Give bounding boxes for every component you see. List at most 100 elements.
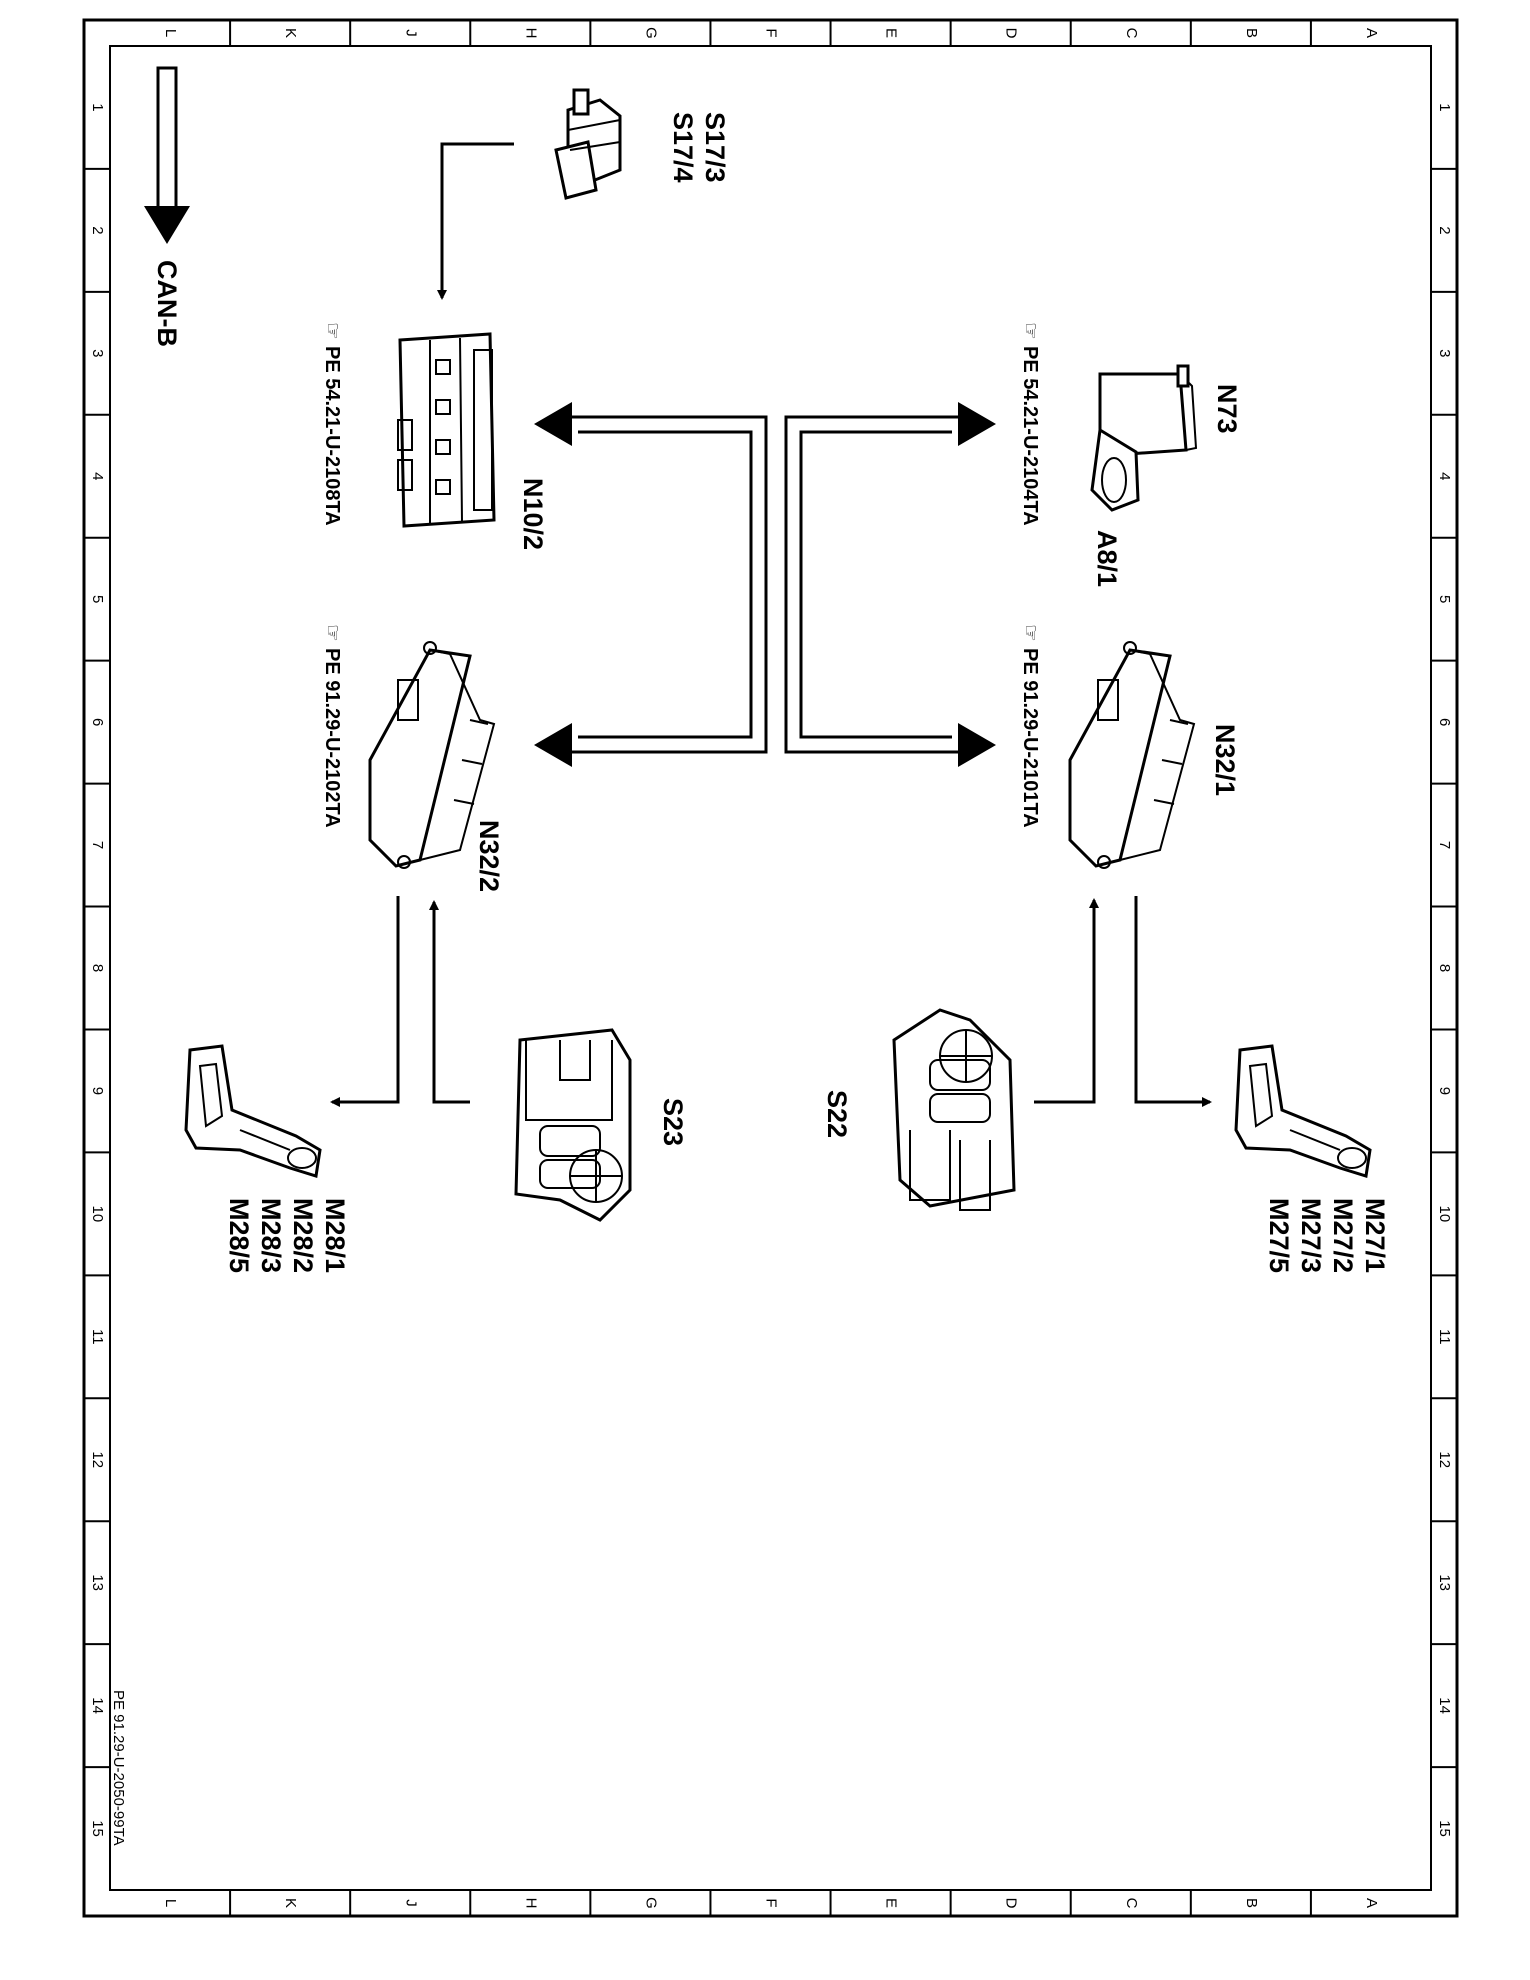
grid-label: H <box>522 1898 539 1909</box>
grid-label: L <box>162 29 179 37</box>
grid-label: E <box>883 28 900 38</box>
grid-label: 12 <box>1436 1451 1453 1468</box>
grid-label: 14 <box>89 1697 106 1714</box>
m27-label-5: M27/5 <box>1264 1198 1294 1273</box>
can-b-bus <box>534 402 996 767</box>
grid-label: D <box>1003 1898 1020 1909</box>
s22-seat-switch: S22 <box>822 1008 1016 1211</box>
s23-seat-switch: S23 <box>514 1028 688 1222</box>
n73-pointing-hand-icon: ☞ <box>1019 322 1041 340</box>
grid-label: 5 <box>1436 595 1453 603</box>
can-b-bus-left <box>570 415 768 754</box>
ignition-switch-icon <box>1090 364 1198 512</box>
s17-label-2: S17/4 <box>668 112 698 183</box>
grid-label: G <box>642 1897 659 1909</box>
s23-label: S23 <box>658 1098 688 1146</box>
s17-label-1: S17/3 <box>700 112 730 183</box>
switch-icon <box>554 88 622 200</box>
control-unit-icon <box>368 641 496 869</box>
seat-icon <box>1234 1044 1372 1178</box>
grid-label: 5 <box>89 595 106 603</box>
can-b-bus-left-inner <box>578 430 753 739</box>
m28-seat-motors: M28/1 M28/2 M28/3 M28/5 <box>184 1044 350 1273</box>
wire-s17-to-n10-2 <box>437 142 514 300</box>
grid-label: 1 <box>1436 103 1453 111</box>
grid-label: 14 <box>1436 1697 1453 1714</box>
grid-label: D <box>1003 28 1020 39</box>
wire-s22-to-n32-1 <box>1034 898 1099 1104</box>
grid-label: 9 <box>89 1087 106 1095</box>
grid-label: J <box>402 29 419 37</box>
grid-label: 13 <box>1436 1574 1453 1591</box>
grid-label: 13 <box>89 1574 106 1591</box>
wire-n32-1-to-m27 <box>1134 896 1212 1107</box>
n32-1-control-unit: N32/1 ☞ PE 91.29-U-2101TA <box>1019 624 1240 869</box>
grid-label: 8 <box>89 964 106 972</box>
n10-2-ref: PE 54.21-U-2108TA <box>321 346 343 526</box>
grid-label: 3 <box>1436 349 1453 357</box>
s22-label: S22 <box>822 1090 852 1138</box>
grid-label: 7 <box>89 841 106 849</box>
drawing-frame <box>82 18 1459 1918</box>
grid-label: 4 <box>1436 472 1453 480</box>
n32-2-control-unit: N32/2 ☞ PE 91.29-U-2102TA <box>321 624 504 892</box>
n32-2-label: N32/2 <box>474 820 504 892</box>
a8-1-label: A8/1 <box>1092 530 1122 587</box>
grid-label: 10 <box>89 1206 106 1223</box>
n73-ignition-switch: N73 A8/1 ☞ PE 54.21-U-2104TA <box>1019 322 1242 587</box>
m27-label-2: M27/2 <box>1328 1198 1358 1273</box>
grid-label: 4 <box>89 472 106 480</box>
m28-label-5: M28/5 <box>224 1198 254 1273</box>
grid-label: 10 <box>1436 1206 1453 1223</box>
m27-label-1: M27/1 <box>1360 1198 1390 1273</box>
grid-label: J <box>402 1899 419 1907</box>
bus-arrow-n10-2 <box>534 402 572 446</box>
n10-2-pointing-hand-icon: ☞ <box>321 322 343 340</box>
grid-label: 6 <box>89 718 106 726</box>
grid-label: 8 <box>1436 964 1453 972</box>
grid-label: 11 <box>89 1329 106 1345</box>
n32-2-ref: PE 91.29-U-2102TA <box>321 648 343 828</box>
grid-label: 2 <box>89 226 106 234</box>
seat-switch-icon <box>892 1008 1016 1211</box>
grid-label: A <box>1363 1898 1380 1908</box>
can-b-legend: CAN-B <box>144 66 190 347</box>
bus-arrow-n32-2 <box>534 723 572 767</box>
grid-label: B <box>1243 1898 1260 1908</box>
n10-2-label: N10/2 <box>518 478 548 550</box>
grid-label: L <box>162 1899 179 1907</box>
wire-n32-2-to-m28 <box>330 896 400 1107</box>
grid-label: 9 <box>1436 1087 1453 1095</box>
grid-label: K <box>282 1898 299 1908</box>
grid-label: B <box>1243 28 1260 38</box>
m27-label-3: M27/3 <box>1296 1198 1326 1273</box>
n32-2-pointing-hand-icon: ☞ <box>321 624 343 642</box>
grid-label: 11 <box>1436 1329 1453 1345</box>
grid-label: H <box>522 28 539 39</box>
grid-label: A <box>1363 28 1380 38</box>
grid-label: E <box>883 1898 900 1908</box>
seat-switch-icon <box>514 1028 632 1222</box>
n32-1-pointing-hand-icon: ☞ <box>1019 624 1041 642</box>
grid-label: F <box>763 28 780 37</box>
grid-label: 3 <box>89 349 106 357</box>
grid-label: C <box>1123 28 1140 39</box>
grid-label: 15 <box>1436 1820 1453 1837</box>
m28-label-3: M28/3 <box>256 1198 286 1273</box>
grid-label: G <box>642 27 659 39</box>
s17-switch: S17/3 S17/4 <box>554 88 730 200</box>
grid-label: 6 <box>1436 718 1453 726</box>
grid-label: 15 <box>89 1820 106 1837</box>
can-b-bus-right <box>784 415 960 754</box>
seat-icon <box>184 1044 322 1178</box>
grid-label: F <box>763 1898 780 1907</box>
n73-label: N73 <box>1212 384 1242 434</box>
n73-ref: PE 54.21-U-2104TA <box>1019 346 1041 526</box>
bus-arrow-n73 <box>958 402 996 446</box>
bus-arrow-n32-1 <box>958 723 996 767</box>
m28-label-2: M28/2 <box>288 1198 318 1273</box>
can-b-bus-right-inner <box>799 430 952 739</box>
n10-2-module: N10/2 ☞ PE 54.21-U-2108TA <box>321 322 548 550</box>
